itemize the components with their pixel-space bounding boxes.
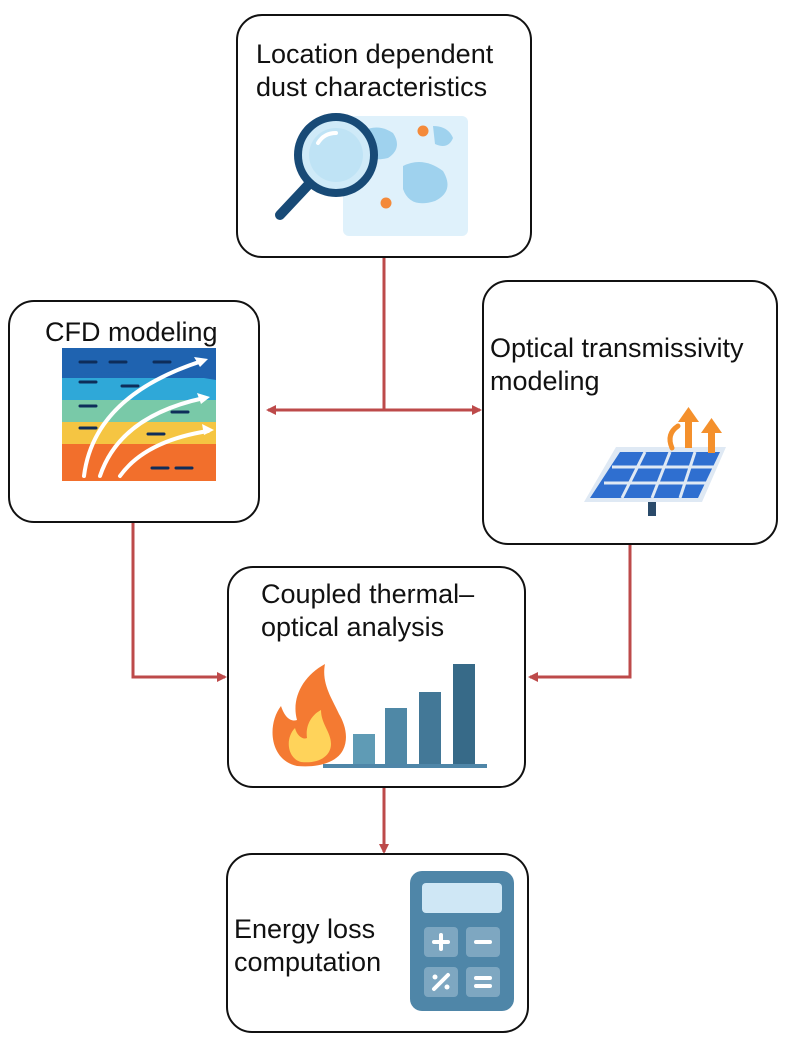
flow-field-icon — [62, 348, 216, 481]
node-location-dust-label: Location dependent dust characteristics — [256, 39, 494, 102]
node-cfd-modeling: CFD modeling — [8, 300, 260, 523]
edge-optical-to-coupled — [528, 545, 632, 682]
node-optical-transmissivity: Optical transmissivity modeling — [482, 280, 778, 545]
node-energy-loss: Energy loss computation — [226, 853, 529, 1033]
node-cfd-modeling-label: CFD modeling — [45, 317, 218, 347]
calculator-icon — [410, 871, 514, 1011]
node-location-dust: Location dependent dust characteristics — [236, 14, 532, 258]
node-coupled-analysis-label: Coupled thermal– optical analysis — [261, 579, 475, 642]
fire-bar-chart-icon — [272, 664, 487, 768]
solar-panel-icon — [584, 407, 726, 516]
magnifier-map-icon — [275, 113, 468, 236]
node-optical-transmissivity-label: Optical transmissivity modeling — [490, 333, 744, 396]
node-coupled-analysis: Coupled thermal– optical analysis — [227, 566, 526, 788]
node-energy-loss-label: Energy loss computation — [234, 914, 382, 977]
edge-cfd-to-coupled — [131, 523, 227, 682]
